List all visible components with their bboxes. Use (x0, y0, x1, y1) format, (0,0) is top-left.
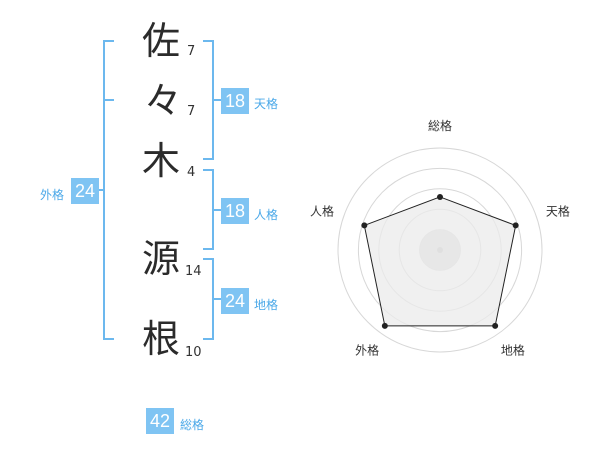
chikaku-badge: 24 (221, 288, 249, 314)
jinkaku-label: 人格 (254, 208, 279, 222)
name-char-2: 々 (144, 79, 183, 123)
tenkaku-badge: 18 (221, 88, 249, 114)
radar-ring (357, 167, 523, 333)
name-char-5: 根 (142, 317, 181, 361)
radar-polygon (363, 196, 517, 327)
radar-point (381, 322, 388, 329)
chikaku-label: 地格 (254, 298, 279, 312)
stroke-count-1: 7 (187, 44, 196, 59)
name-char-1: 佐 (142, 19, 181, 63)
stroke-count-3: 4 (187, 165, 196, 180)
radar-point (492, 322, 499, 329)
radar-axis-label: 人格 (310, 204, 334, 219)
radar-axis-label: 天格 (546, 204, 570, 219)
radar-axis-label: 地格 (501, 342, 525, 357)
jinkaku-badge: 18 (221, 198, 249, 224)
soukaku-label: 総格 (180, 418, 205, 432)
soukaku-badge: 42 (146, 408, 174, 434)
stroke-count-4: 14 (185, 264, 202, 279)
gaikaku-label: 外格 (40, 188, 65, 202)
name-char-4: 源 (142, 237, 181, 281)
stroke-count-2: 7 (187, 104, 196, 119)
stroke-count-5: 10 (185, 345, 202, 360)
tenkaku-label: 天格 (254, 97, 279, 111)
radar-axis-label: 外格 (355, 342, 379, 357)
radar-axis-label: 総格 (428, 118, 452, 133)
radar-point (512, 222, 519, 229)
name-char-3: 木 (142, 139, 181, 183)
gaikaku-badge: 24 (71, 178, 99, 204)
radar-point (437, 193, 443, 200)
radar-point (361, 222, 368, 229)
